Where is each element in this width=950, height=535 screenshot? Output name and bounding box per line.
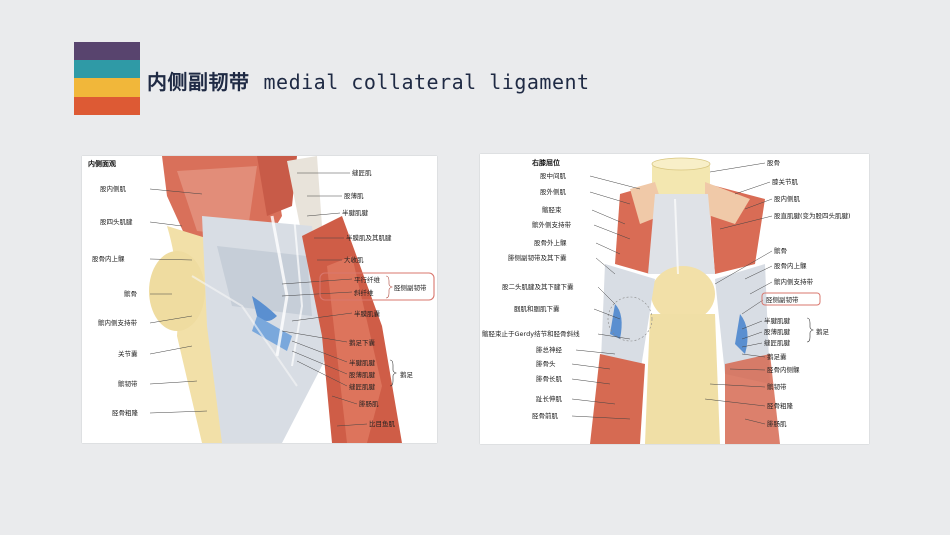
label-patellar-ligament-right: 髌韧带 xyxy=(767,382,787,391)
title-color-bar-purple xyxy=(74,42,140,60)
label-sartorius: 缝匠肌 xyxy=(352,168,372,177)
right-anatomy-illustration: 右膝屈位 股中间肌 股外侧肌 髂胫束 髌外侧支持带 股骨外上髁 腓侧副韧带及其下… xyxy=(482,157,851,444)
label-femur: 股骨 xyxy=(767,159,780,167)
label-semitendinosus-tendon: 半腱肌腱 xyxy=(342,208,369,217)
label-lateral-epicondyle: 股骨外上髁 xyxy=(534,238,567,247)
label-pes-anserine-bursa-right: 鹅足囊 xyxy=(767,352,787,361)
slide-title-chinese: 内侧副韧带 xyxy=(147,70,250,94)
label-lateral-retinaculum: 髌外侧支持带 xyxy=(532,220,572,229)
label-tibial-tuberosity-right: 胫骨粗隆 xyxy=(767,401,794,410)
slide-title: 内侧副韧带 medial collateral ligament xyxy=(147,66,590,95)
label-patella: 髌骨 xyxy=(124,289,137,298)
label-medial-epicondyle: 股骨内上髁 xyxy=(92,254,125,263)
label-extensor-digitorum-longus: 趾长伸肌 xyxy=(536,394,563,403)
label-sartorius-right: 缝匠肌腱 xyxy=(764,338,791,347)
label-gastrocnemius: 腓肠肌 xyxy=(359,399,379,408)
right-figure-heading: 右膝屈位 xyxy=(531,158,560,167)
label-semimembranosus: 半膜肌及其肌腱 xyxy=(346,233,392,242)
label-tibial-collateral-ligament-right: 胫侧副韧带 xyxy=(766,295,799,304)
title-color-bar-orange xyxy=(74,97,140,115)
label-biceps-femoris-tendon: 股二头肌腱及其下腱下囊 xyxy=(502,282,574,291)
label-sartorius-tendon: 缝匠肌腱 xyxy=(349,382,376,391)
label-rectus-femoris-tendon: 股直肌腱(变为股四头肌腱) xyxy=(774,211,851,220)
label-gracilis-right: 股薄肌腱 xyxy=(764,327,791,336)
slide-title-english: medial collateral ligament xyxy=(263,70,590,94)
label-parallel-fibers: 平行纤维 xyxy=(354,275,381,284)
label-fibular-collateral-ligament: 腓侧副韧带及其下囊 xyxy=(508,253,567,262)
label-semitendinosus-right: 半腱肌腱 xyxy=(764,316,791,325)
label-medial-retinaculum-right: 髌内侧支持带 xyxy=(774,277,814,286)
label-patellar-ligament: 髌韧带 xyxy=(118,379,138,388)
label-tibial-collateral-ligament: 胫侧副韧带 xyxy=(394,283,427,292)
label-gracilis: 股薄肌 xyxy=(344,191,364,200)
label-vastus-lateralis: 股外侧肌 xyxy=(540,187,567,196)
label-pes-anserinus-right: 鹅足 xyxy=(816,327,830,336)
label-vastus-intermedius: 股中间肌 xyxy=(540,171,567,180)
label-medial-tibial-condyle: 胫骨内侧髁 xyxy=(767,365,800,374)
label-semitendinosus-tendon-2: 半腱肌腱 xyxy=(349,358,376,367)
label-medial-epicondyle-right: 股骨内上髁 xyxy=(774,261,807,270)
left-anatomy-illustration: 内侧面观 股内侧肌 股四头肌腱 股骨内上髁 髌骨 髌内侧支持带 关节囊 髌韧带 … xyxy=(88,156,435,443)
right-highlight-box xyxy=(761,292,821,306)
label-fibular-head: 腓骨头 xyxy=(536,359,556,368)
label-pes-anserine-bursa: 鹅足下囊 xyxy=(349,338,376,347)
title-color-bar-yellow xyxy=(74,78,140,97)
label-patella-right: 髌骨 xyxy=(774,246,787,255)
left-highlight-box xyxy=(319,272,435,301)
label-iliotibial-gerdy: 髂胫束止于Gerdy结节和胫骨斜线 xyxy=(482,329,580,338)
left-figure-heading: 内侧面观 xyxy=(88,159,116,168)
label-peroneus-longus: 腓骨长肌 xyxy=(536,374,563,383)
label-adductor-magnus: 大收肌 xyxy=(344,255,364,264)
label-articularis-genus: 膝关节肌 xyxy=(772,177,799,186)
label-vastus-medialis: 股内侧肌 xyxy=(100,184,127,193)
label-quadriceps-tendon: 股四头肌腱 xyxy=(100,217,133,226)
left-anatomy-figure: 内侧面观 股内侧肌 股四头肌腱 股骨内上髁 髌骨 髌内侧支持带 关节囊 髌韧带 … xyxy=(82,156,437,443)
label-tibialis-anterior: 胫骨前肌 xyxy=(532,411,559,420)
label-pes-anserinus: 鹅足 xyxy=(400,370,414,379)
label-gracilis-tendon: 股薄肌腱 xyxy=(349,370,376,379)
title-color-bar-teal xyxy=(74,60,140,78)
label-gastrocnemius-right: 腓肠肌 xyxy=(767,419,787,428)
label-popliteus: 腘肌和腘肌下囊 xyxy=(514,304,560,313)
label-semimembranosus-bursa: 半膜肌囊 xyxy=(354,309,381,318)
label-common-peroneal-nerve: 腓总神经 xyxy=(536,345,563,354)
label-vastus-medialis-right: 股内侧肌 xyxy=(774,194,801,203)
label-medial-retinaculum: 髌内侧支持带 xyxy=(98,318,138,327)
label-soleus: 比目鱼肌 xyxy=(369,419,396,428)
label-oblique-fibers: 斜纤维 xyxy=(354,288,374,297)
label-joint-capsule: 关节囊 xyxy=(118,349,138,358)
right-anatomy-figure: 右膝屈位 股中间肌 股外侧肌 髂胫束 髌外侧支持带 股骨外上髁 腓侧副韧带及其下… xyxy=(480,154,869,444)
label-tibial-tuberosity: 胫骨粗隆 xyxy=(112,408,139,417)
label-iliotibial-tract: 髂胫束 xyxy=(542,205,562,214)
